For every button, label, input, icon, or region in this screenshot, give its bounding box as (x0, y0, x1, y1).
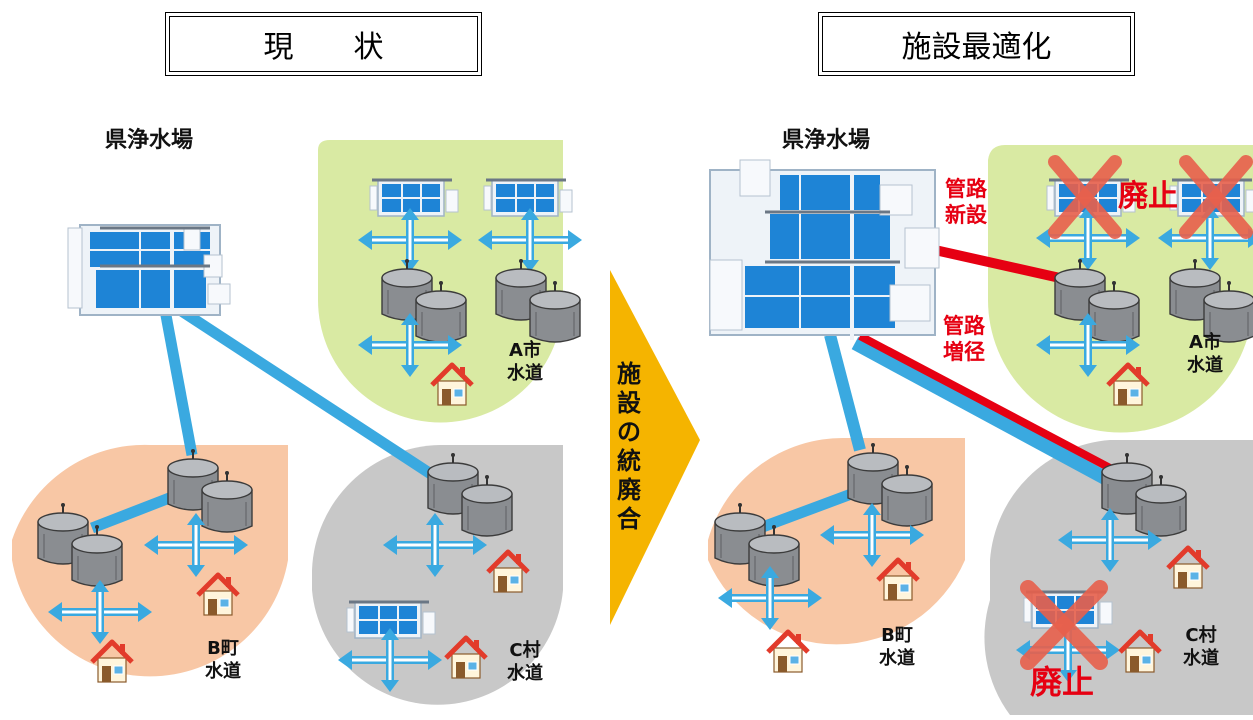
pipe-diameter-increase (858, 332, 1112, 472)
prefectural-water-plant-left (67, 224, 231, 316)
pipe-new-line (933, 245, 1062, 283)
abolish-cross-c (1020, 580, 1108, 670)
b-town-label-left: B町水道 (205, 638, 241, 682)
a-city-label-left: A市水道 (507, 340, 543, 384)
a-city-label-right: A市水道 (1187, 332, 1223, 376)
c-village-label-left: C村水道 (507, 640, 543, 684)
consolidation-label: 施 設 の 統 廃 合 (617, 360, 641, 533)
prefectural-water-plant-right (709, 159, 940, 340)
new-pipe-label: 管路新設 (945, 177, 987, 228)
title-optimization: 施設最適化 (822, 16, 1131, 72)
title-box-optimization: 施設最適化 (818, 12, 1135, 76)
title-current: 現 状 (169, 16, 478, 72)
b-town-label-right: B町水道 (879, 625, 915, 669)
abolish-label-a: 廃止 (1118, 179, 1178, 214)
plant-label-right: 県浄水場 (782, 128, 871, 153)
area-a-city-right (988, 145, 1253, 433)
title-box-current: 現 状 (165, 12, 482, 76)
abolish-label-c: 廃止 (1030, 663, 1095, 701)
consolidation-arrow (610, 270, 700, 625)
abolish-cross-a-right (1179, 155, 1253, 239)
c-village-label-right: C村水道 (1183, 625, 1219, 669)
plant-label-left: 県浄水場 (105, 128, 194, 153)
abolish-cross-a-left (1048, 155, 1122, 239)
widen-pipe-label: 管路増径 (943, 314, 985, 365)
right-pipes (758, 245, 1112, 534)
